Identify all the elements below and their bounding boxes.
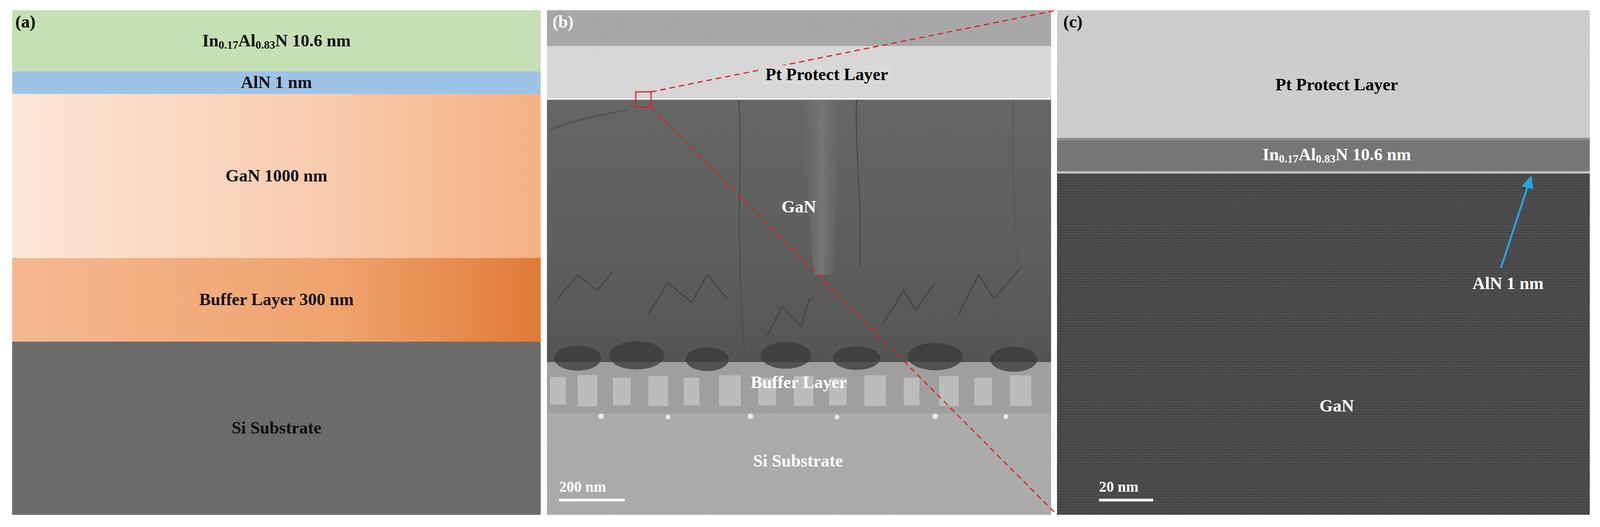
layer-band: AlN 1 nm — [12, 71, 541, 94]
layer-label: Buffer Layer 300 nm — [199, 290, 354, 310]
layer-band: GaN 1000 nm — [12, 93, 541, 259]
image-label: 20 nm — [1099, 478, 1139, 496]
layer-label: AlN 1 nm — [240, 73, 312, 92]
image-label: Pt Protect Layer — [762, 65, 892, 85]
image-label: Buffer Layer — [750, 373, 848, 393]
layer-label: Si Substrate — [231, 418, 322, 438]
image-label: Pt Protect Layer — [1275, 75, 1399, 95]
layer-band: Buffer Layer 300 nm — [12, 258, 541, 342]
panel-label: (b) — [552, 12, 574, 32]
layer-band: In0.17Al0.83N 10.6 nm — [12, 10, 541, 72]
panel-label: (a) — [15, 12, 36, 32]
image-label: In0.17Al0.83N 10.6 nm — [1262, 145, 1412, 165]
image-label: 200 nm — [559, 478, 606, 496]
layer-band: Si Substrate — [12, 341, 541, 516]
image-label: AlN 1 nm — [1472, 274, 1544, 294]
layer-label: GaN 1000 nm — [225, 166, 328, 186]
image-label: Si Substrate — [753, 451, 844, 471]
layer-label: In0.17Al0.83N 10.6 nm — [202, 31, 351, 51]
image-label: GaN — [781, 197, 817, 217]
panel-label: (c) — [1063, 12, 1083, 32]
image-label: GaN — [1319, 396, 1355, 416]
